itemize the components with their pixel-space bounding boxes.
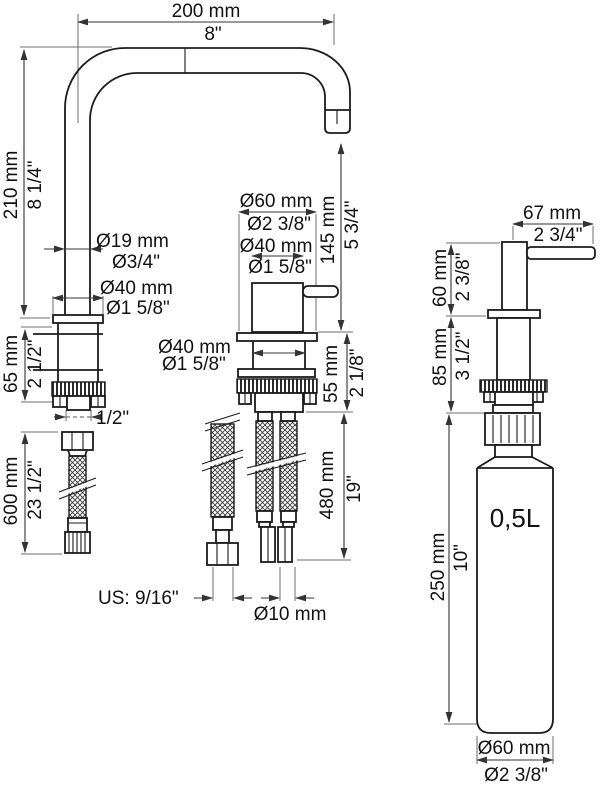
mixer-hose-mm: 480 mm (317, 451, 338, 520)
dispenser-deck-mm: 85 mm (430, 328, 451, 386)
hose-hex-nut-us (206, 542, 239, 566)
mixer-height-mm: 145 mm (318, 196, 339, 265)
spout-deck-mm: 65 mm (1, 335, 22, 393)
bottle-neck (494, 444, 533, 458)
mixer-shank-dia-mm: Ø40 mm (158, 337, 231, 358)
bottle-threaded-cap (484, 412, 541, 446)
shank-size-in: 1/2" (96, 408, 129, 429)
mixer-deck-in: 2 1/8" (347, 348, 368, 397)
mixer-lever-handle (302, 285, 339, 298)
mixer-shank-end (254, 392, 304, 413)
tube-diameter-mm: Ø19 mm (96, 231, 169, 252)
dispenser-reach-in: 2 3/4" (533, 225, 582, 246)
mixer-washer-plate (237, 368, 316, 378)
hose-hex-nut (61, 431, 94, 451)
spout-lock-nut (51, 381, 106, 397)
spout-base-dia-in: Ø1 5/8" (106, 298, 170, 319)
mixer-base-dia-in: Ø2 3/8" (247, 214, 311, 235)
pump-shaft (501, 241, 528, 311)
pump-height-in: 2 3/8" (453, 252, 474, 301)
bottle-dia-mm: Ø60 mm (478, 738, 551, 759)
mixer-base-dia-mm: Ø60 mm (240, 191, 313, 212)
hose-dia-mm: Ø10 mm (254, 604, 327, 625)
spout-base-dia-mm: Ø40 mm (100, 278, 173, 299)
spout-hose-in: 23 1/2" (25, 460, 46, 520)
spout-reach-mm: 200 mm (172, 1, 241, 22)
bottle-dia-in: Ø2 3/8" (484, 765, 548, 785)
dimension-lines (20, 18, 594, 764)
tube-diameter-in: Ø3/4" (112, 252, 160, 273)
spout-shank-end (66, 395, 91, 411)
pump-height-mm: 60 mm (430, 249, 451, 307)
mixer-supply-hoses (201, 411, 307, 566)
dispenser-deck-in: 3 1/2" (453, 331, 474, 380)
spout-outlet (324, 109, 351, 134)
mixer-body (251, 282, 304, 333)
double-braided-hoses (246, 411, 307, 563)
mixer-base-flange (236, 332, 318, 342)
soap-dispenser: 0,5L (476, 241, 596, 734)
pump-spout-arm (526, 246, 596, 260)
bottle-height-in: 10" (451, 544, 472, 572)
extension-lines (20, 14, 594, 764)
pump-adapter (494, 391, 534, 406)
mixer-shank-dia-in: Ø1 5/8" (162, 354, 226, 375)
mixer-body-dia-mm: Ø40 mm (240, 236, 313, 257)
mixer-hose-in: 19" (344, 475, 365, 503)
bottle-shoulder (476, 456, 554, 469)
pump-body (496, 317, 531, 381)
mixer-deck-mm: 55 mm (321, 345, 342, 403)
single-braided-hose (201, 412, 244, 566)
dispenser-reach-mm: 67 mm (523, 203, 581, 224)
hose-collar (67, 517, 88, 533)
spout-reach-in: 8" (204, 24, 221, 45)
pump-flange (487, 309, 541, 319)
bottle-capacity-label: 0,5L (490, 503, 541, 533)
dispenser-lock-nut (479, 379, 548, 393)
spout-height-mm: 210 mm (1, 151, 22, 220)
mixer-height-in: 5 3/4" (342, 200, 363, 249)
faucet-spout (33, 47, 351, 411)
us-connection-label: US: 9/16" (98, 588, 179, 609)
hose-threaded-end (64, 531, 91, 554)
mixer-body-dia-in: Ø1 5/8" (248, 257, 312, 278)
spout-supply-hose (58, 431, 97, 554)
mixer-valve (236, 282, 339, 413)
spout-base-flange (52, 314, 104, 324)
spout-height-in: 8 1/4" (25, 160, 46, 209)
spout-hose-mm: 600 mm (1, 457, 22, 526)
mixer-lock-nut (236, 378, 318, 394)
spout-deck-in: 2 1/2" (25, 339, 46, 388)
bottle-height-mm: 250 mm (428, 533, 449, 602)
dimension-labels: 200 mm 8" 210 mm 8 1/4" Ø19 mm Ø3/4" Ø40… (1, 1, 583, 785)
bottle-body (476, 468, 554, 734)
mixer-mounting-bolts (238, 392, 317, 405)
